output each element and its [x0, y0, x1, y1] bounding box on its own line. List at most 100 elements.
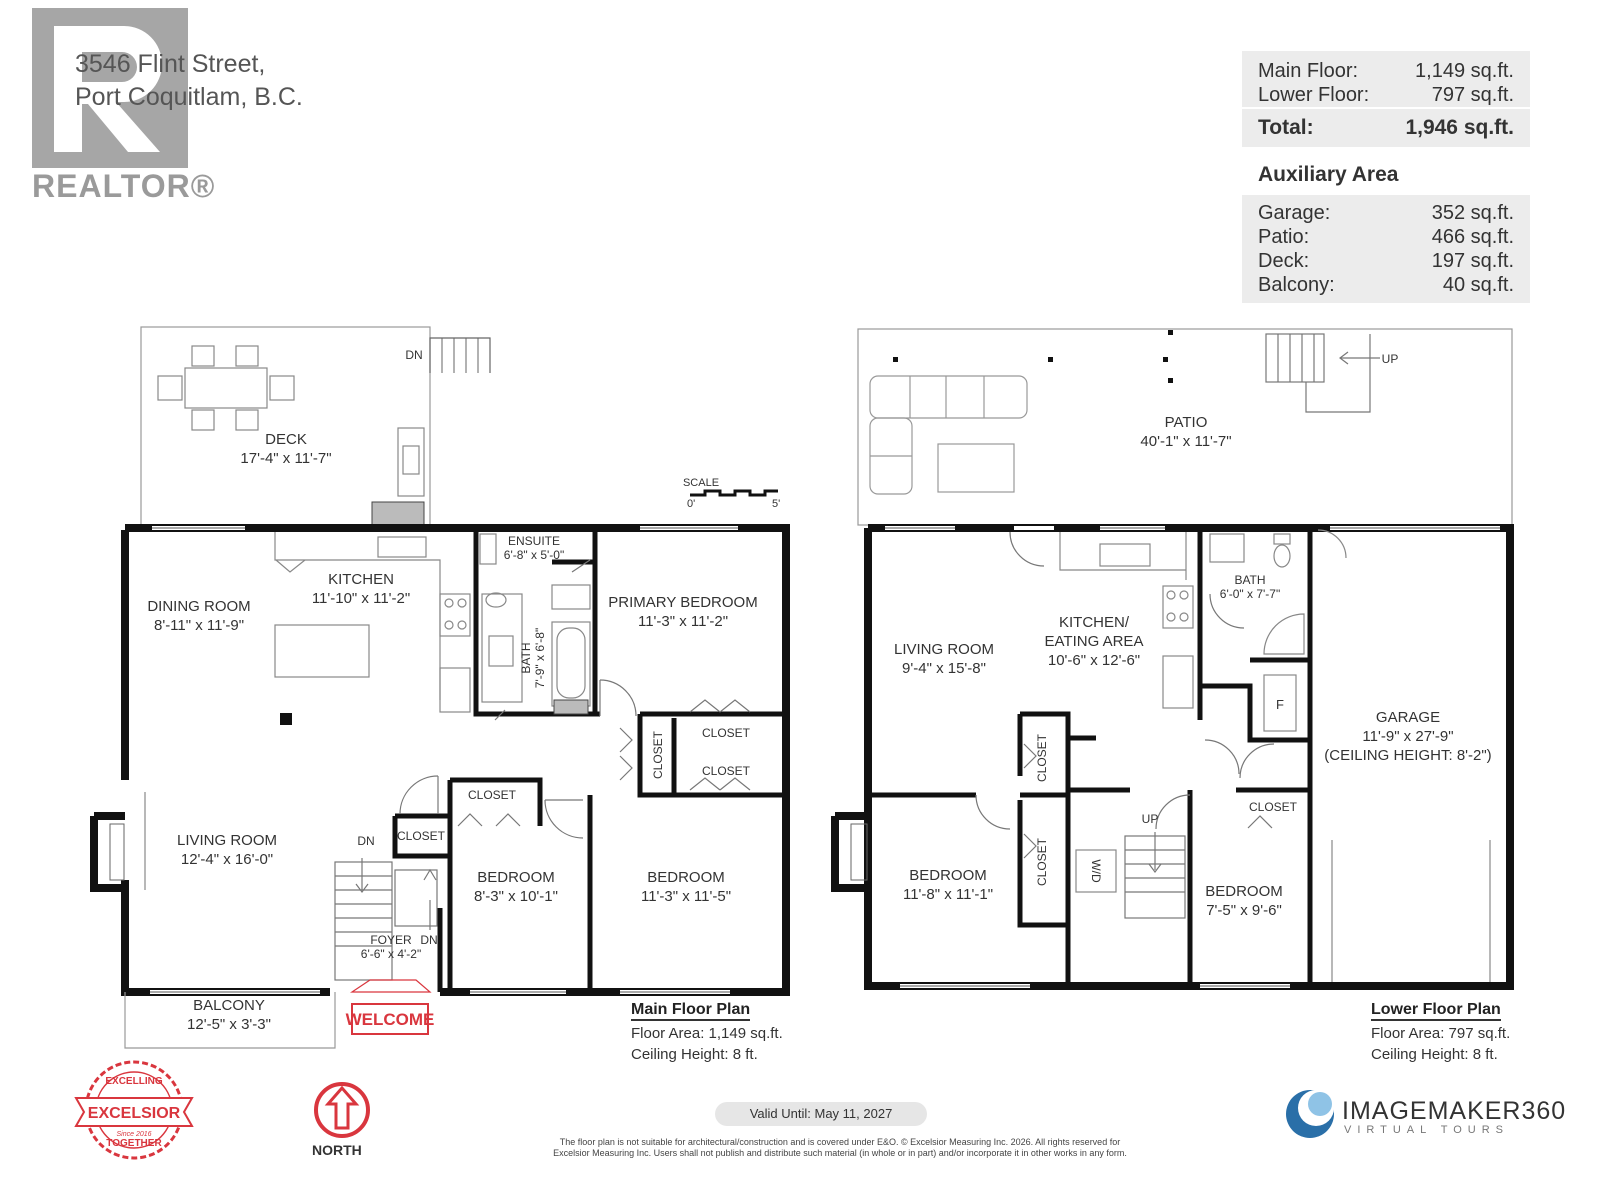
scale-end: 5': [772, 498, 780, 510]
deck-stair: [429, 337, 491, 373]
disclaimer: The floor plan is not suitable for archi…: [490, 1137, 1190, 1159]
imagemaker-name: IMAGEMAKER360: [1342, 1097, 1567, 1125]
main-plan-area: Floor Area: 1,149 sq.ft.: [631, 1025, 783, 1042]
bedroom-2-name: BEDROOM: [647, 869, 725, 886]
excelsior-badge-since: Since 2016: [116, 1131, 151, 1138]
lower-living-dims: 9'-4" x 15'-8": [902, 660, 986, 677]
lower-bedroom-2-name: BEDROOM: [1205, 883, 1283, 900]
welcome-mat-label: WELCOME: [346, 1010, 435, 1029]
main-plan-ceiling: Ceiling Height: 8 ft.: [631, 1046, 758, 1063]
ensuite-name: ENSUITE: [508, 534, 560, 548]
welcome-mat: [351, 1003, 429, 1035]
lower-bath-dims: 6'-0" x 7'-7": [1220, 587, 1280, 601]
lower-floor-label: Lower Floor:: [1258, 84, 1370, 106]
realtor-r-icon: [32, 8, 188, 168]
deck-name: DECK: [265, 431, 307, 448]
garage-label: Garage:: [1258, 202, 1331, 224]
main-interior-walls: [392, 528, 786, 992]
patio-label: Patio:: [1258, 226, 1310, 248]
lower-plan-caption: Lower Floor Plan Floor Area: 797 sq.ft. …: [1371, 1001, 1510, 1065]
lower-bedroom-1-dims: 11'-8" x 11'-1": [903, 886, 993, 903]
deck-value: 197 sq.ft.: [1431, 250, 1514, 272]
lower-bedroom-2-dims: 7'-5" x 9'-6": [1206, 902, 1282, 919]
deck-down-label: DN: [405, 348, 422, 362]
foyer-down-label: DN: [420, 933, 437, 947]
main-floor-plan: WELCOME SCALE 0' 5' DECK 17'-4" x 11'-7"…: [90, 326, 790, 1049]
living-fireplace: [109, 823, 125, 881]
bedroom-2-closet-label: CLOSET: [702, 764, 751, 778]
main-floor-area-row: Main Floor: 1,149 sq.ft.: [1242, 59, 1530, 83]
imagemaker-subtitle: VIRTUAL TOURS: [1344, 1124, 1510, 1136]
lower-bedroom-1-closet: CLOSET: [1035, 837, 1049, 886]
dining-room-dims: 8'-11" x 11'-9": [154, 617, 244, 634]
ensuite-dims: 6'-8" x 5'-0": [504, 548, 564, 562]
main-window-lines: [150, 527, 738, 993]
deck-label: Deck:: [1258, 250, 1310, 272]
patio-name: PATIO: [1165, 414, 1208, 431]
lower-bedroom-2-closet: CLOSET: [1249, 800, 1298, 814]
patio-dims: 40'-1" x 11'-7": [1140, 433, 1231, 450]
property-address: 3546 Flint Street, Port Coquitlam, B.C.: [75, 48, 303, 114]
main-interior-stairs: [334, 858, 438, 981]
furnace: [1263, 674, 1297, 732]
balcony-area-row: Balcony: 40 sq.ft.: [1242, 273, 1530, 297]
valid-until-badge: Valid Until: May 11, 2027: [715, 1102, 927, 1126]
lower-bedroom-1-name: BEDROOM: [909, 867, 987, 884]
total-value: 1,946 sq.ft.: [1405, 116, 1514, 139]
realtor-logo: [32, 8, 188, 208]
balcony-value: 40 sq.ft.: [1442, 274, 1514, 296]
lower-room-labels: PATIO 40'-1" x 11'-7" LIVING ROOM 9'-4" …: [894, 352, 1492, 919]
furnace-label: F: [1276, 697, 1284, 712]
deck-stair-treads: [441, 338, 479, 373]
patio-up-label: UP: [1382, 352, 1399, 366]
address-line-2: Port Coquitlam, B.C.: [75, 83, 303, 111]
garage-ceiling-note: (CEILING HEIGHT: 8'-2"): [1324, 747, 1491, 764]
patio-area-row: Patio: 466 sq.ft.: [1242, 225, 1530, 249]
garage-elements: [1317, 529, 1491, 982]
primary-bedroom-name: PRIMARY BEDROOM: [608, 594, 757, 611]
lower-living-name: LIVING ROOM: [894, 641, 994, 658]
lower-kitchen-name-2: EATING AREA: [1045, 633, 1144, 650]
bedroom-1-closet-label: CLOSET: [468, 788, 517, 802]
bath-dims: 7'-9" x 6'-8": [533, 628, 547, 688]
lower-fireplace: [850, 823, 868, 881]
lower-outer-walls: [831, 524, 1514, 990]
lower-living-closet: CLOSET: [1035, 733, 1049, 782]
bath-tile-hatch: [553, 699, 589, 715]
lower-kitchen-counters: [1059, 532, 1194, 709]
main-bath-fixtures: [479, 533, 591, 707]
deck-outline: [140, 326, 431, 527]
north-label: NORTH: [312, 1142, 362, 1158]
north-arrow-icon: [314, 1082, 370, 1138]
auxiliary-area-title: Auxiliary Area: [1258, 163, 1399, 186]
scale-bar: SCALE 0' 5': [683, 477, 780, 510]
disclaimer-line-2: Excelsior Measuring Inc. Users shall not…: [553, 1148, 1127, 1158]
excelsior-badge-bottom: TOGETHER: [106, 1138, 162, 1149]
main-floor-label: Main Floor:: [1258, 60, 1359, 82]
scale-start: 0': [687, 498, 695, 510]
kitchen-counters: [274, 532, 471, 713]
patio-stairs: [1265, 333, 1380, 413]
auxiliary-area-summary: Garage: 352 sq.ft. Patio: 466 sq.ft. Dec…: [1242, 195, 1530, 303]
washer-dryer-label: W/D: [1089, 859, 1103, 883]
deck-landing: [371, 501, 425, 529]
primary-closet-label: CLOSET: [702, 726, 751, 740]
kitchen-name: KITCHEN: [328, 571, 394, 588]
balcony-outline: [124, 992, 336, 1049]
address-line-1: 3546 Flint Street,: [75, 50, 266, 78]
bath-name: BATH: [519, 642, 533, 673]
main-post: [280, 713, 292, 725]
patio-sectional: [869, 375, 1028, 495]
lower-interior-walls: [868, 528, 1313, 986]
washer-dryer: [1075, 849, 1117, 893]
living-room-dims: 12'-4" x 16'-0": [181, 851, 273, 868]
bedroom-2-dims: 11'-3" x 11'-5": [641, 888, 731, 905]
area-summary: Main Floor: 1,149 sq.ft. Lower Floor: 79…: [1242, 51, 1530, 147]
lower-bath-fixtures: [1209, 533, 1305, 655]
total-label: Total:: [1258, 116, 1314, 139]
deck-area-row: Deck: 197 sq.ft.: [1242, 249, 1530, 273]
scale-label: SCALE: [683, 477, 719, 489]
foyer-closet-label: CLOSET: [397, 829, 446, 843]
balcony-name: BALCONY: [193, 997, 265, 1014]
